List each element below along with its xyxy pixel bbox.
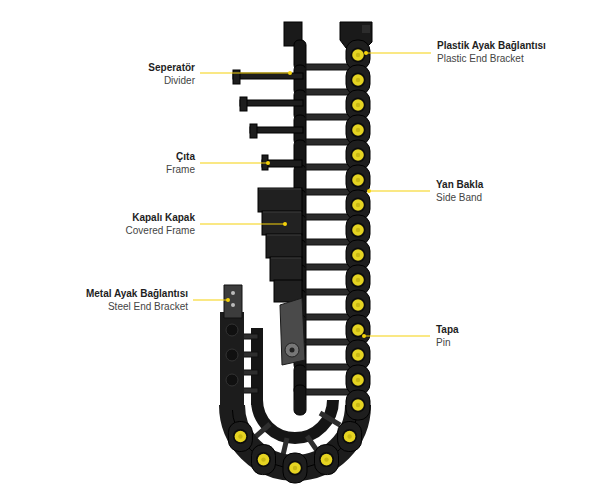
part-label: Yan Bakla [436,179,483,191]
part-label: Çıta [176,151,195,163]
part-label: Plastik Ayak Bağlantısı [437,40,546,52]
leader-dots [226,51,371,338]
part-label: Metal Ayak Bağlantısı [86,288,188,300]
part-label-english: Steel End Bracket [108,301,188,313]
part-label-english: Covered Frame [126,225,195,237]
part-label-english: Divider [164,75,195,87]
part-label: Tapa [436,324,459,336]
leader-lines [193,53,431,336]
part-label: Kapalı Kapak [132,212,195,224]
part-label-english: Frame [166,164,195,176]
part-label: Seperatör [148,62,195,74]
part-label-english: Plastic End Bracket [437,53,524,65]
part-label-english: Pin [436,337,450,349]
part-label-english: Side Band [436,192,482,204]
